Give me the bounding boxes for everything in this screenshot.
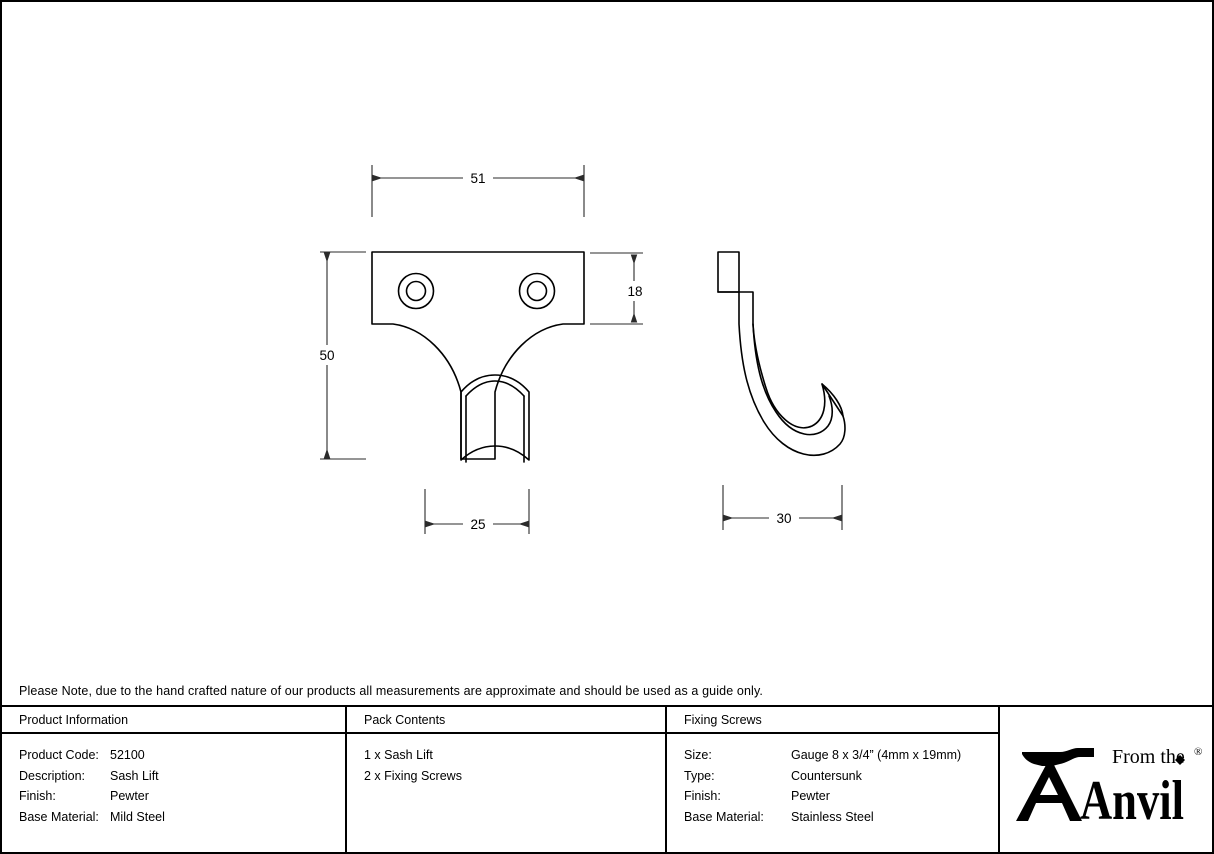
info-columns: Product Information Product Code: 52100 … (2, 707, 1212, 852)
row-value: Mild Steel (110, 809, 165, 824)
row-value: 52100 (110, 748, 145, 762)
column-brand-logo: Anvil From the ® (1000, 707, 1212, 852)
disclaimer-row: Please Note, due to the hand crafted nat… (2, 676, 1212, 707)
from-the-anvil-logo-icon: Anvil From the ® (1016, 746, 1202, 825)
row-value: Pewter (110, 789, 149, 804)
row-label: Base Material: (19, 809, 99, 824)
row-label: Finish: (684, 789, 721, 804)
row-value: Pewter (791, 789, 830, 804)
row-value: Sash Lift (110, 768, 159, 783)
disclaimer-text: Please Note, due to the hand crafted nat… (19, 683, 764, 698)
side-view-outline (717, 251, 846, 457)
body-fixing-screws: Size: Gauge 8 x 3/4” (4mm x 19mm) Type: … (667, 734, 998, 827)
heading-pack-contents: Pack Contents (347, 707, 665, 734)
screw-hole-right (518, 272, 556, 310)
body-pack-contents: 1 x Sash Lift 2 x Fixing Screws (347, 734, 665, 786)
row-label: Product Code: (19, 748, 99, 762)
table-row: Type: Countersunk (684, 766, 998, 787)
row-label: Description: (19, 768, 85, 783)
heading-product-information: Product Information (2, 707, 345, 734)
brand-logo: Anvil From the ® (1000, 707, 1212, 852)
list-item: 2 x Fixing Screws (364, 768, 462, 783)
logo-tagline: From the (1112, 746, 1185, 768)
dimension-label-18: 18 (627, 284, 642, 299)
screw-hole-left (397, 272, 435, 310)
heading-fixing-screws: Fixing Screws (667, 707, 998, 734)
row-value: Stainless Steel (791, 809, 874, 824)
table-row: Size: Gauge 8 x 3/4” (4mm x 19mm) (684, 745, 998, 766)
logo-wordmark: Anvil (1080, 770, 1184, 825)
row-label: Base Material: (684, 809, 764, 824)
table-row: Base Material: Stainless Steel (684, 807, 998, 828)
row-label: Finish: (19, 789, 56, 804)
row-label: Type: (684, 768, 715, 783)
product-info-table: Please Note, due to the hand crafted nat… (2, 676, 1212, 852)
table-row: Product Code: 52100 (19, 745, 345, 766)
dimension-label-25: 25 (470, 517, 485, 532)
technical-drawing-svg: 51 50 18 25 30 (313, 165, 846, 534)
table-row: Finish: Pewter (684, 786, 998, 807)
technical-drawing-area: 51 50 18 25 30 (2, 2, 1212, 678)
front-view-outline (371, 251, 585, 460)
list-item: 1 x Sash Lift (364, 748, 433, 762)
dimension-label-51: 51 (470, 171, 485, 186)
dimension-label-50: 50 (319, 348, 334, 363)
column-fixing-screws: Fixing Screws Size: Gauge 8 x 3/4” (4mm … (667, 707, 1000, 852)
column-product-information: Product Information Product Code: 52100 … (2, 707, 347, 852)
column-pack-contents: Pack Contents 1 x Sash Lift 2 x Fixing S… (347, 707, 667, 852)
row-value: Countersunk (791, 768, 862, 783)
row-value: Gauge 8 x 3/4” (4mm x 19mm) (791, 748, 962, 762)
registered-trademark-icon: ® (1194, 746, 1202, 758)
dimension-label-30: 30 (776, 511, 791, 526)
front-view-lip (460, 374, 530, 463)
body-product-information: Product Code: 52100 Description: Sash Li… (2, 734, 345, 827)
table-row: Finish: Pewter (19, 786, 345, 807)
table-row: Base Material: Mild Steel (19, 807, 345, 828)
diamond-icon (1175, 754, 1185, 765)
table-row: Description: Sash Lift (19, 766, 345, 787)
row-label: Size: (684, 748, 712, 762)
